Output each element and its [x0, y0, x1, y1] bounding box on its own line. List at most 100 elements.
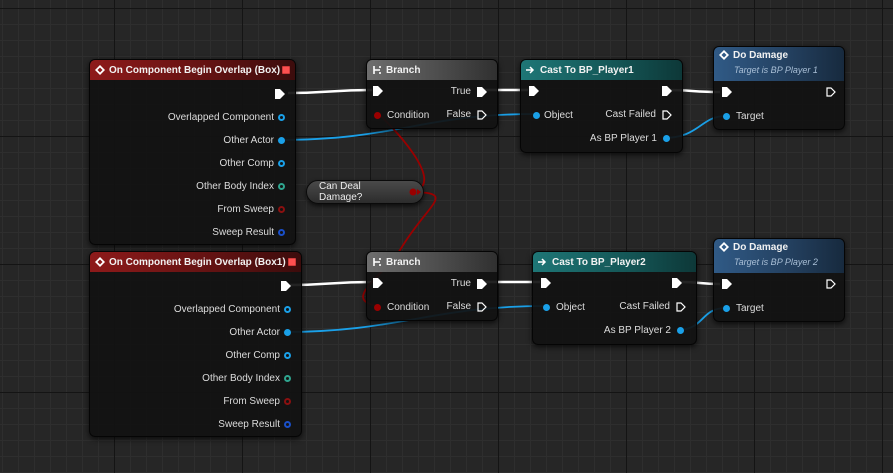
exec-out-icon — [477, 278, 487, 289]
pin-condition[interactable]: Condition — [374, 110, 429, 121]
exec-out-pin[interactable] — [826, 279, 836, 289]
pin-true[interactable]: True — [451, 278, 487, 289]
node-header[interactable]: On Component Begin Overlap (Box1) — [90, 252, 301, 272]
node-header[interactable]: Do Damage Target is BP Player 1 — [714, 47, 844, 81]
node-title: Branch — [386, 64, 421, 76]
node-title: On Component Begin Overlap (Box1) — [109, 256, 286, 268]
node-title: Do Damage — [733, 242, 789, 253]
cast-node[interactable]: Cast To BP_Player1 Object Cast Failed As… — [520, 59, 683, 153]
pin-other-body-index[interactable]: Other Body Index — [196, 181, 285, 192]
delegate-pin-icon[interactable] — [282, 66, 290, 74]
object-pin-icon — [278, 137, 285, 144]
pin-object[interactable]: Object — [533, 110, 573, 121]
pin-sweep-result[interactable]: Sweep Result — [212, 227, 285, 238]
pin-condition[interactable]: Condition — [374, 302, 429, 313]
node-title: On Component Begin Overlap (Box) — [109, 64, 281, 76]
exec-wire — [287, 88, 373, 95]
pin-cast-failed[interactable]: Cast Failed — [605, 109, 672, 120]
struct-pin-icon — [278, 229, 285, 236]
branch-icon — [372, 65, 382, 75]
event-node-box[interactable]: On Component Begin Overlap (Box) Overlap… — [89, 59, 296, 245]
exec-in-pin[interactable] — [373, 86, 383, 96]
event-diamond-icon — [95, 65, 105, 75]
exec-out-pin[interactable] — [281, 281, 291, 291]
node-header[interactable]: Do Damage Target is BP Player 2 — [714, 239, 844, 273]
exec-in-pin[interactable] — [722, 87, 732, 97]
pin-cast-failed[interactable]: Cast Failed — [619, 301, 686, 312]
pin-false[interactable]: False — [447, 301, 487, 312]
pin-object[interactable]: Object — [543, 302, 585, 313]
variable-label: Can Deal Damage? — [319, 181, 363, 203]
delegate-pin-icon[interactable] — [288, 258, 296, 266]
pin-target[interactable]: Target — [723, 111, 764, 122]
exec-out-icon — [477, 86, 487, 97]
pin-other-comp[interactable]: Other Comp — [226, 350, 291, 361]
object-pin-icon — [284, 329, 291, 336]
object-pin-icon — [284, 306, 291, 313]
cast-icon — [538, 257, 548, 267]
exec-out-pin[interactable] — [275, 89, 285, 99]
pin-other-body-index[interactable]: Other Body Index — [202, 373, 291, 384]
node-header[interactable]: Branch — [367, 60, 497, 80]
object-pin-icon — [543, 304, 550, 311]
pin-overlapped-component[interactable]: Overlapped Component — [168, 112, 285, 123]
exec-out-icon — [477, 109, 487, 120]
pin-true[interactable]: True — [451, 86, 487, 97]
node-title: Cast To BP_Player2 — [552, 256, 646, 268]
pin-target[interactable]: Target — [723, 303, 764, 314]
struct-pin-icon — [284, 421, 291, 428]
event-diamond-icon — [95, 257, 105, 267]
pin-other-actor[interactable]: Other Actor — [229, 327, 291, 338]
pin-other-comp[interactable]: Other Comp — [220, 158, 285, 169]
node-subtitle: Target is BP Player 2 — [734, 257, 818, 267]
object-pin-icon — [533, 112, 540, 119]
function-icon — [719, 50, 729, 60]
node-subtitle: Target is BP Player 1 — [734, 65, 818, 75]
integer-pin-icon — [284, 375, 291, 382]
pin-from-sweep[interactable]: From Sweep — [217, 204, 285, 215]
exec-out-icon — [676, 301, 686, 312]
cast-icon — [526, 65, 536, 75]
pin-from-sweep[interactable]: From Sweep — [223, 396, 291, 407]
do-damage-node[interactable]: Do Damage Target is BP Player 1 Target — [713, 46, 845, 130]
exec-in-pin[interactable] — [722, 279, 732, 289]
exec-out-pin[interactable] — [826, 87, 836, 97]
exec-in-pin[interactable] — [529, 86, 539, 96]
exec-out-icon — [477, 301, 487, 312]
object-pin-icon — [278, 114, 285, 121]
node-header[interactable]: On Component Begin Overlap (Box) — [90, 60, 295, 80]
boolean-pin-icon — [374, 112, 381, 119]
pin-overlapped-component[interactable]: Overlapped Component — [174, 304, 291, 315]
object-pin-icon — [723, 113, 730, 120]
pin-as-bp-player-2[interactable]: As BP Player 2 — [604, 325, 684, 336]
cast-node[interactable]: Cast To BP_Player2 Object Cast Failed As… — [532, 251, 697, 345]
exec-out-icon — [662, 109, 672, 120]
integer-pin-icon — [278, 183, 285, 190]
exec-out-pin[interactable] — [662, 86, 672, 96]
exec-out-pin[interactable] — [672, 278, 682, 288]
node-header[interactable]: Branch — [367, 252, 497, 272]
node-header[interactable]: Cast To BP_Player1 — [521, 60, 682, 80]
function-icon — [719, 242, 729, 252]
node-title: Cast To BP_Player1 — [540, 64, 634, 76]
exec-in-pin[interactable] — [373, 278, 383, 288]
branch-node[interactable]: Branch True Condition False — [366, 251, 498, 321]
can-deal-damage-variable-node[interactable]: Can Deal Damage? — [306, 180, 424, 204]
boolean-pin-icon — [284, 398, 291, 405]
event-node-box1[interactable]: On Component Begin Overlap (Box1) Overla… — [89, 251, 302, 437]
do-damage-node[interactable]: Do Damage Target is BP Player 2 Target — [713, 238, 845, 322]
boolean-pin-icon — [374, 304, 381, 311]
exec-in-pin[interactable] — [541, 278, 551, 288]
node-header[interactable]: Cast To BP_Player2 — [533, 252, 696, 272]
pin-false[interactable]: False — [447, 109, 487, 120]
pin-as-bp-player-1[interactable]: As BP Player 1 — [590, 133, 670, 144]
boolean-output-pin-icon[interactable] — [409, 187, 423, 197]
pin-sweep-result[interactable]: Sweep Result — [218, 419, 291, 430]
node-title: Branch — [386, 256, 421, 268]
branch-icon — [372, 257, 382, 267]
object-pin-icon — [723, 305, 730, 312]
pin-other-actor[interactable]: Other Actor — [223, 135, 285, 146]
branch-node[interactable]: Branch True Condition False — [366, 59, 498, 129]
object-pin-icon — [284, 352, 291, 359]
object-pin-icon — [663, 135, 670, 142]
